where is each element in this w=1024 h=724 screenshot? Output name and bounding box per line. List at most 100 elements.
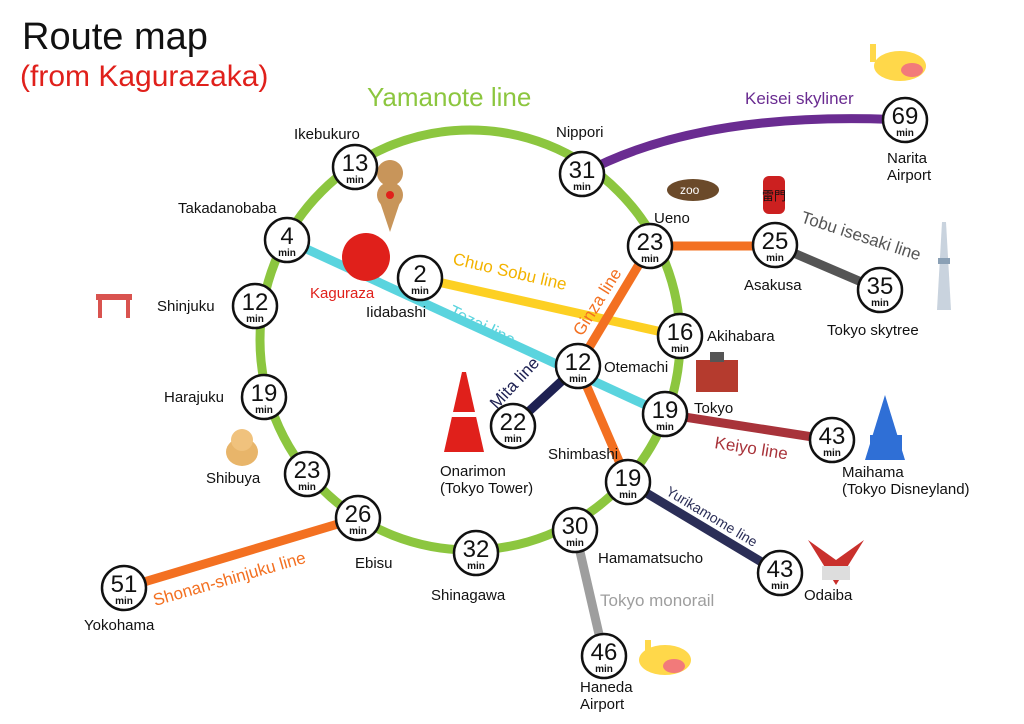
station-minutes: 12 [242, 289, 269, 316]
station-min-unit: min [255, 405, 273, 416]
svg-text:zoo: zoo [680, 183, 700, 197]
station-name: Iidabashi [366, 304, 426, 321]
keisei-line [579, 114, 906, 178]
location-pin-icon [377, 160, 404, 232]
station-circle [554, 342, 602, 390]
station-minutes: 51 [111, 571, 138, 598]
station-name: Shinagawa [431, 587, 506, 604]
station-name: Ueno [654, 210, 690, 227]
zoo-icon: zoo [667, 179, 719, 201]
station-circle [641, 390, 689, 438]
skytree-icon [937, 222, 951, 310]
station-name: Shimbashi [548, 446, 618, 463]
station-min-unit: min [641, 254, 659, 265]
station-name: Akihabara [707, 328, 775, 345]
station-circle [604, 458, 652, 506]
ginza-line [574, 243, 654, 369]
station-minutes: 2 [413, 261, 426, 288]
station-circle [283, 450, 331, 498]
station-circle [751, 221, 799, 269]
station-circle [881, 96, 929, 144]
station-name: (Tokyo Disneyland) [842, 481, 970, 498]
stations-layer: 13minIkebukuro31minNippori69minNaritaAir… [84, 96, 970, 713]
station-circle [231, 282, 279, 330]
station-min-unit: min [504, 434, 522, 445]
station-name: Takadanobaba [178, 200, 277, 217]
station-circle [626, 222, 674, 270]
disney-castle-icon [865, 395, 905, 460]
station-circle [856, 266, 904, 314]
svg-text:雷門: 雷門 [762, 189, 786, 203]
airplane-icon-haneda [639, 640, 691, 675]
station-min-unit: min [246, 314, 264, 325]
station-name: Tokyo [694, 400, 733, 417]
station-circle [489, 402, 537, 450]
station-circle [240, 373, 288, 421]
station-minutes: 19 [615, 465, 642, 492]
gundam-icon [808, 540, 864, 585]
station-minutes: 43 [819, 423, 846, 450]
station-circle [100, 564, 148, 612]
station-name: Yokohama [84, 617, 155, 634]
station-min-unit: min [298, 482, 316, 493]
station-min-unit: min [871, 298, 889, 309]
station-minutes: 19 [251, 380, 278, 407]
station-minutes: 69 [892, 103, 919, 130]
station-name: Ikebukuro [294, 126, 360, 143]
station-name: Haneda [580, 679, 633, 696]
station-min-unit: min [349, 526, 367, 537]
station-min-unit: min [771, 581, 789, 592]
station-name: Airport [580, 696, 625, 713]
station-name: Shinjuku [157, 298, 215, 315]
tobu-line-label: Tobu isesaki line [799, 208, 924, 265]
station-name: Hamamatsucho [598, 550, 703, 567]
keiyo-line-label: Keiyo line [713, 433, 789, 463]
station-min-unit: min [573, 182, 591, 193]
station-circle [396, 254, 444, 302]
station-minutes: 19 [652, 397, 679, 424]
station-min-unit: min [115, 596, 133, 607]
station-minutes: 26 [345, 501, 372, 528]
station-minutes: 31 [569, 157, 596, 184]
station-name: Narita [887, 150, 928, 167]
station-minutes: 25 [762, 228, 789, 255]
airplane-icon [870, 44, 926, 81]
tozai-line-label: Tozai line [446, 302, 518, 350]
station-name: Maihama [842, 464, 904, 481]
station-min-unit: min [595, 664, 613, 675]
station-name: Nippori [556, 124, 604, 141]
station-min-unit: min [671, 344, 689, 355]
station-name: Otemachi [604, 359, 668, 376]
station-minutes: 32 [463, 536, 490, 563]
station-minutes: 16 [667, 319, 694, 346]
station-name: Harajuku [164, 389, 224, 406]
station-min-unit: min [278, 248, 296, 259]
station-circle [551, 506, 599, 554]
station-min-unit: min [346, 175, 364, 186]
station-min-unit: min [619, 490, 637, 501]
station-circle [452, 529, 500, 577]
station-minutes: 23 [637, 229, 664, 256]
station-minutes: 4 [280, 223, 293, 250]
station-min-unit: min [411, 286, 429, 297]
station-circle [263, 216, 311, 264]
station-circle [580, 632, 628, 680]
station-name: Tokyo skytree [827, 322, 919, 339]
station-name: (Tokyo Tower) [440, 480, 533, 497]
station-minutes: 23 [294, 457, 321, 484]
shinjuku-gate-icon [96, 294, 132, 318]
